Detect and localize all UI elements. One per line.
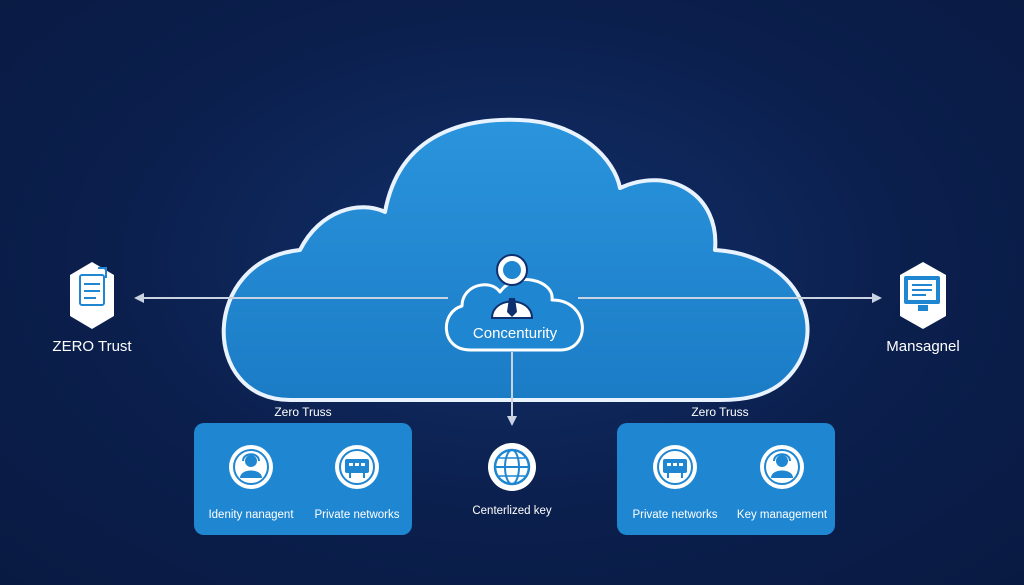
left-node-label: ZERO Trust [52,338,132,355]
globe-shield-icon [488,443,536,491]
center-node[interactable]: Concenturity [445,254,584,352]
right-panel-item-label: Private networks [632,509,717,521]
left-panel-title: Zero Truss [274,405,331,419]
right-panel: Zero Truss Private networks [617,405,835,535]
left-panel-item-private-networks[interactable]: Private networks [314,445,400,521]
monitor-document-icon [900,262,946,329]
user-tie-icon [490,254,534,319]
left-panel: Zero Truss Idenity nanagent [194,405,412,535]
document-icon [70,262,114,329]
left-panel-item-label: Idenity nanagent [208,509,294,521]
user-headset-icon [760,445,804,489]
right-panel-item-label: Key management [737,509,828,521]
bottom-center-node[interactable]: Centerlized key [472,443,552,517]
bottom-center-label: Centerlized key [472,505,552,517]
right-node[interactable]: Mansagnel [886,262,960,355]
right-node-label: Mansagnel [886,338,959,355]
right-panel-item-private-networks[interactable]: Private networks [632,445,718,521]
left-panel-item-identity[interactable]: Idenity nanagent [208,445,294,521]
center-node-label: Concenturity [473,325,558,342]
right-panel-title: Zero Truss [691,405,748,419]
router-icon [335,445,379,489]
right-panel-item-key-management[interactable]: Key management [737,445,828,521]
router-icon [653,445,697,489]
left-node[interactable]: ZERO Trust [52,262,132,355]
left-panel-item-label: Private networks [314,509,399,521]
user-headset-icon [229,445,273,489]
